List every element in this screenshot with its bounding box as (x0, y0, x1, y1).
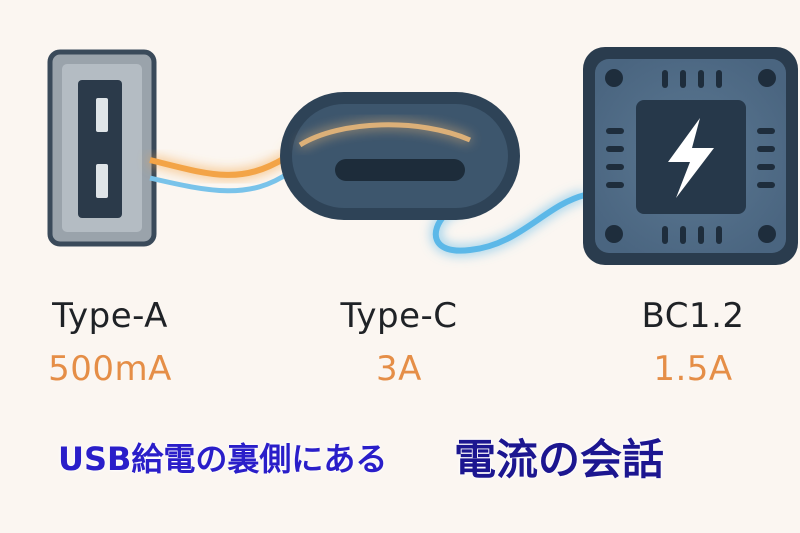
charger-chip-lightning-icon (583, 47, 798, 265)
value-type-a-current: 500mA (48, 349, 172, 389)
caption-main-text: USB給電の裏側にある (58, 440, 388, 478)
label-type-a: Type-A (52, 296, 168, 336)
value-bc12-current: 1.5A (653, 349, 733, 389)
illustration (47, 47, 798, 265)
usb-type-c-port-icon (280, 92, 520, 220)
caption: USB給電の裏側にある 電流の会話 (58, 426, 758, 486)
label-bc12: BC1.2 (641, 296, 745, 336)
caption-emphasis-text: 電流の会話 (454, 435, 665, 484)
label-type-c: Type-C (340, 296, 458, 336)
value-type-c-current: 3A (376, 349, 422, 389)
usb-type-a-port-icon (47, 49, 157, 247)
